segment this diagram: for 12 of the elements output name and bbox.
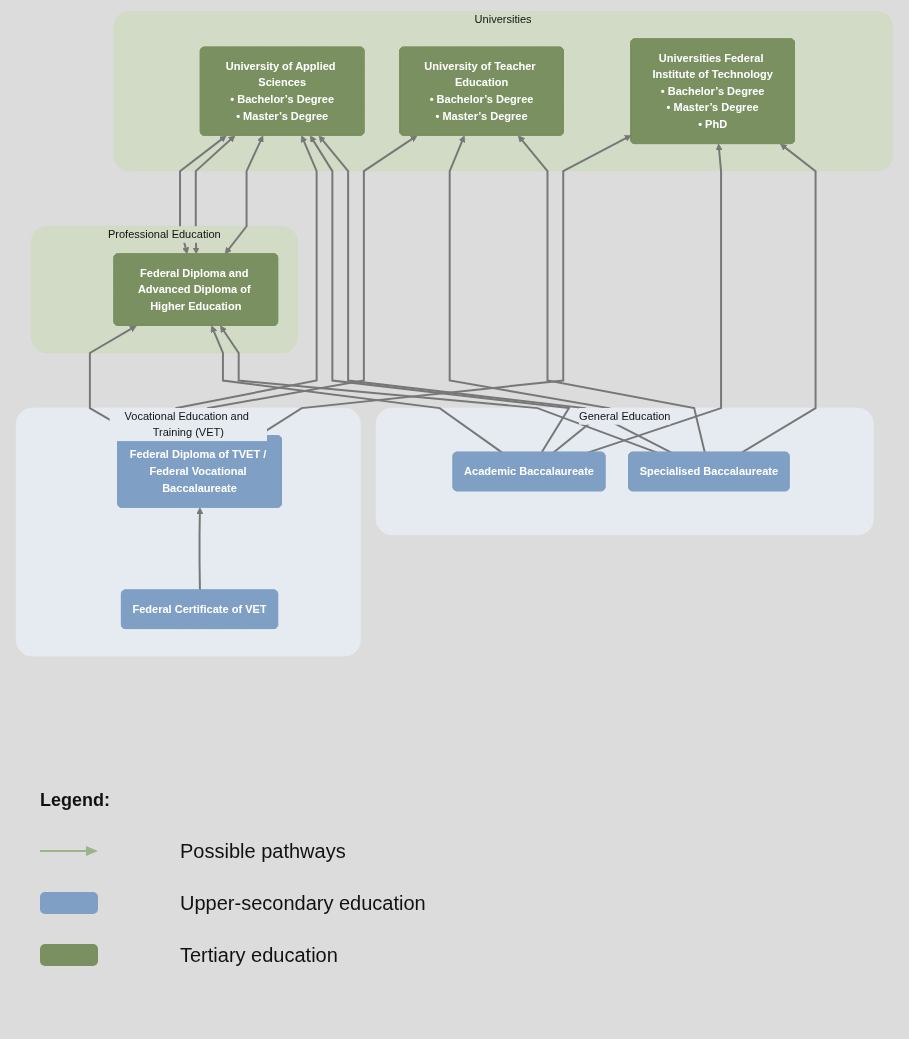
arrow bbox=[210, 325, 504, 454]
arrow bbox=[318, 135, 673, 454]
legend-title: Legend: bbox=[40, 790, 110, 811]
arrow bbox=[740, 143, 817, 454]
legend-label: Possible pathways bbox=[180, 839, 346, 863]
arrow bbox=[518, 135, 706, 454]
arrow bbox=[309, 135, 571, 454]
legend-label: Tertiary education bbox=[180, 943, 338, 967]
arrow bbox=[224, 135, 264, 255]
legend-label: Upper-secondary education bbox=[180, 891, 426, 915]
arrow bbox=[192, 135, 236, 255]
arrow bbox=[448, 135, 611, 454]
